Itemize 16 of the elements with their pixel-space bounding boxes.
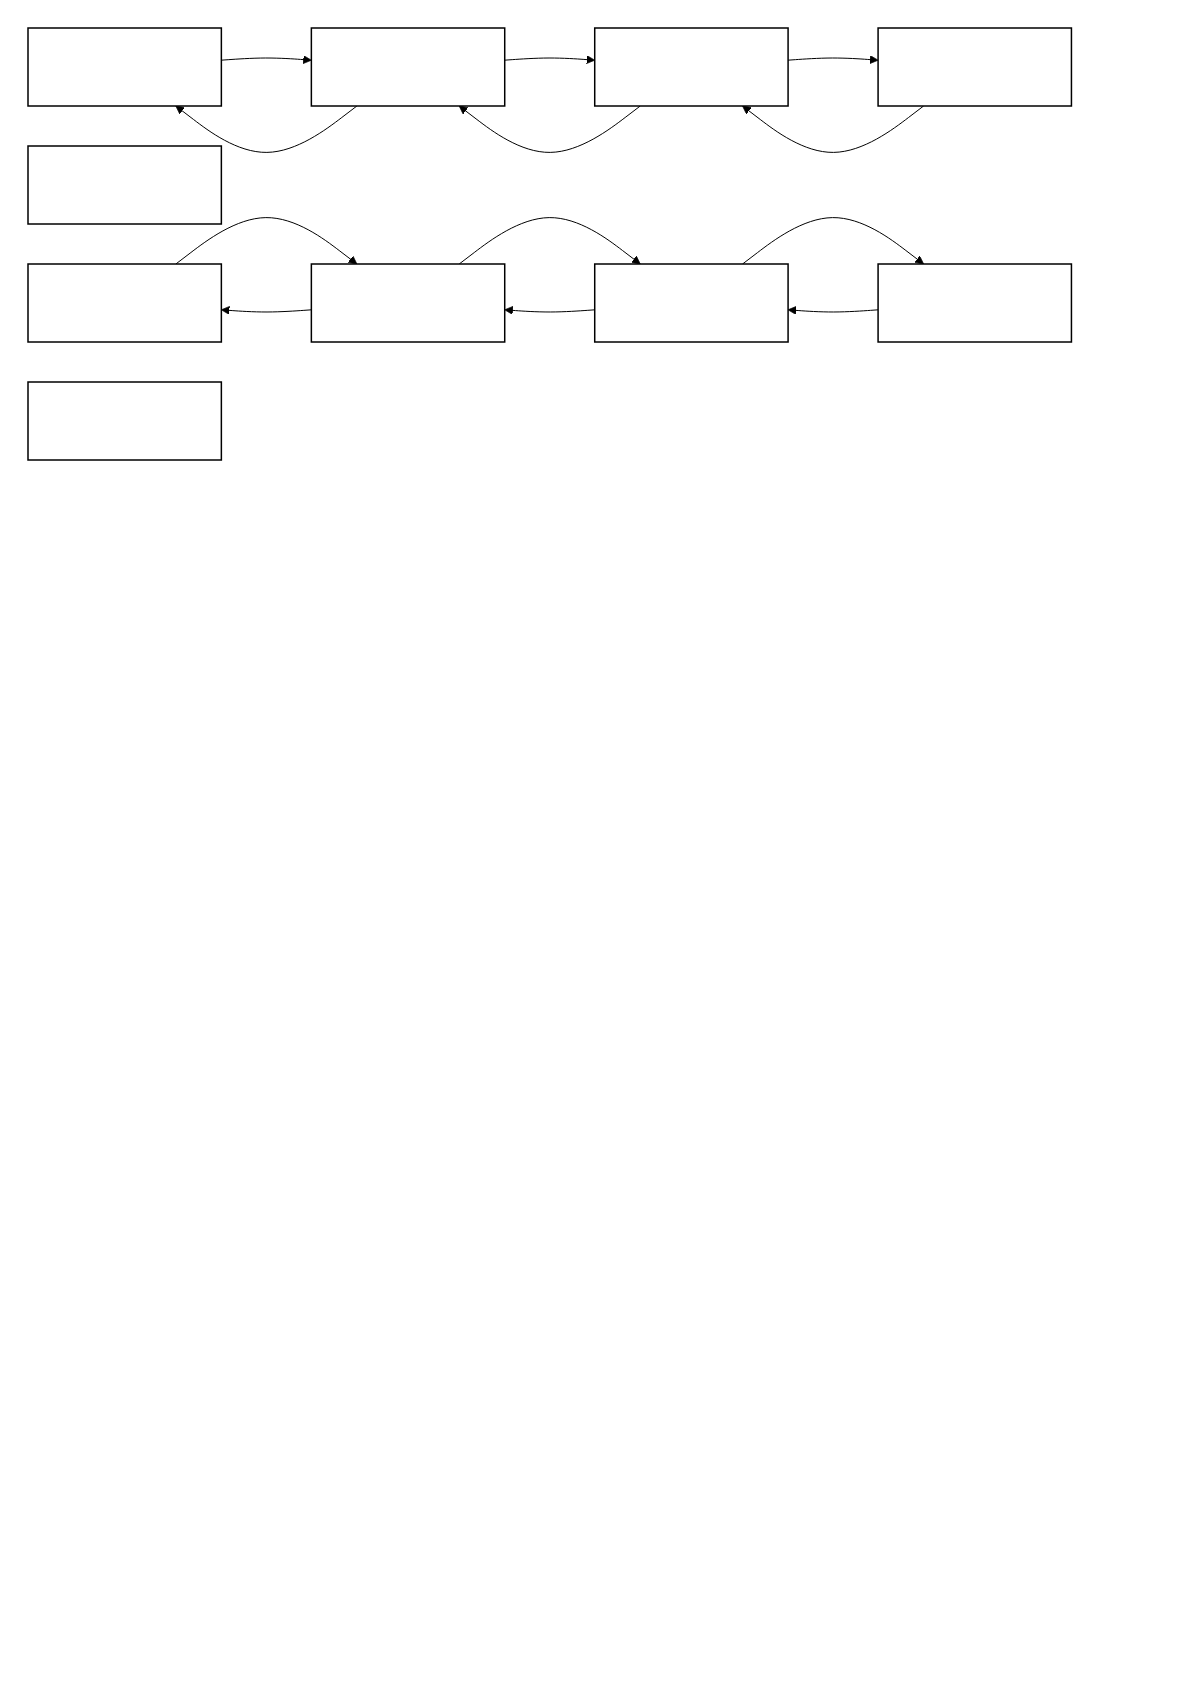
arrow (175, 217, 358, 265)
arrow (458, 217, 641, 265)
arrow (742, 105, 925, 153)
node-box (310, 263, 506, 343)
node-box (27, 145, 223, 225)
node-box (27, 381, 223, 461)
arrow (175, 105, 358, 153)
node-box (27, 27, 223, 107)
node-box (877, 27, 1073, 107)
node-box (593, 27, 789, 107)
node-box (310, 27, 506, 107)
arrow (742, 217, 924, 265)
node-box (593, 263, 789, 343)
arrow (458, 105, 641, 153)
node-box (27, 263, 223, 343)
node-box (877, 263, 1073, 343)
